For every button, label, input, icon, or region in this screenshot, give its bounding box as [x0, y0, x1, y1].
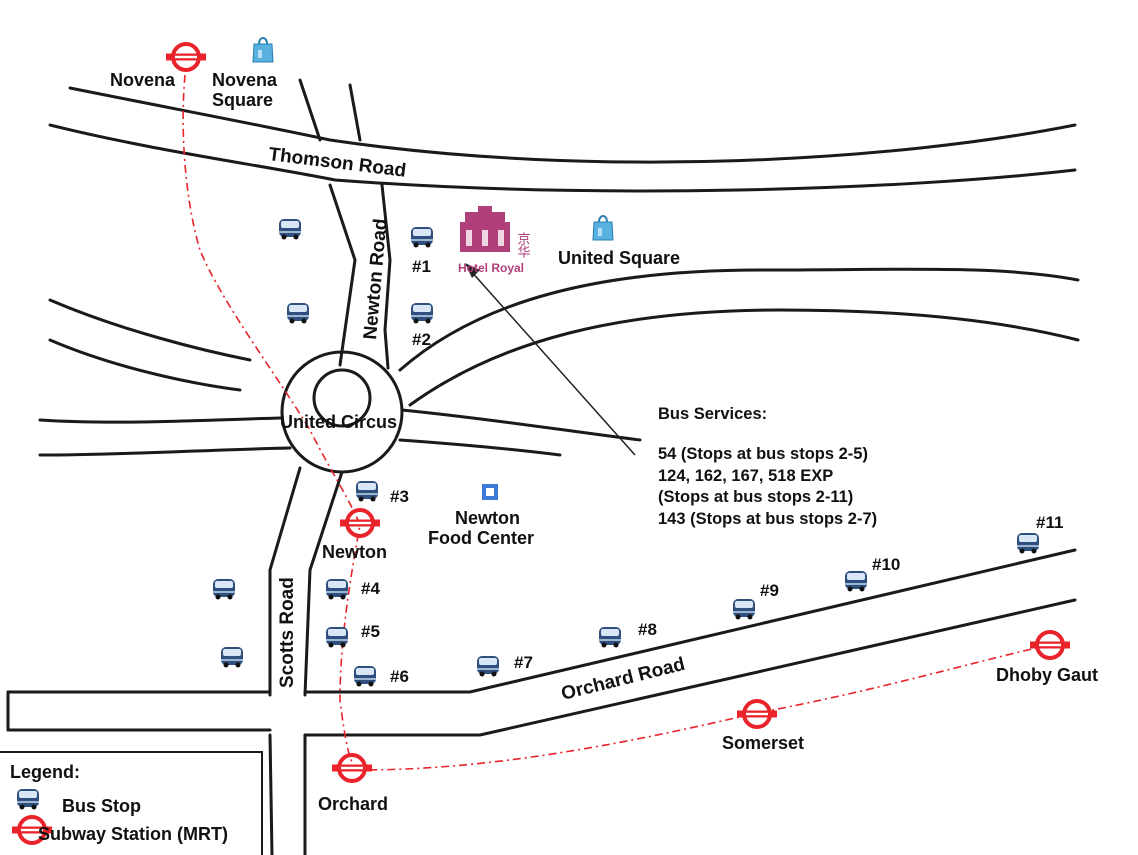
legend-subway-label: Subway Station (MRT): [38, 824, 228, 844]
bus-services-line-4: 143 (Stops at bus stops 2-7): [658, 510, 877, 528]
scotts-road-label: Scotts Road: [277, 577, 298, 688]
bus-stop-7-label: #7: [514, 653, 533, 672]
novena-square-shopping-bag-icon: [252, 37, 274, 63]
united-square-shopping-bag-icon: [592, 215, 614, 241]
pointer-arrow: [465, 263, 636, 456]
somerset-mrt-label: Somerset: [722, 733, 804, 753]
novena-mrt-icon: [164, 42, 208, 72]
bus-stop-unnumbered-c-bus-icon: [213, 579, 235, 600]
legend: Legend: Bus Stop Subway Station (MRT): [10, 762, 228, 845]
dhoby-gaut-mrt-icon: [1028, 630, 1072, 660]
orchard-mrt-icon: [330, 753, 374, 783]
novena-square-label-1: Novena: [212, 70, 278, 90]
bus-services-line-1: 54 (Stops at bus stops 2-5): [658, 445, 868, 463]
bus-stop-2-bus-icon: [411, 303, 433, 324]
bus-stop-5-label: #5: [361, 622, 380, 641]
novena-mrt-label: Novena: [110, 70, 176, 90]
legend-title: Legend:: [10, 762, 80, 782]
scotts-road-right-edge: [303, 470, 344, 855]
bus-stop-1-bus-icon: [411, 227, 433, 248]
united-square-label: United Square: [558, 248, 680, 268]
bus-stop-2-label: #2: [412, 330, 431, 349]
orchard-road-label: Orchard Road: [559, 654, 687, 705]
united-circus-label: United Circus: [280, 412, 397, 432]
bus-stop-8-label: #8: [638, 620, 657, 639]
hotel-royal-label: Hotel Royal: [458, 261, 524, 275]
bus-services-info: Bus Services: 54 (Stops at bus stops 2-5…: [658, 405, 877, 528]
bus-stop-11-label: #11: [1036, 513, 1063, 532]
orchard-road-bottom-edge: [6, 598, 1077, 737]
food-center-icon: [482, 484, 498, 500]
arc-road-upper-left-bottom: [48, 338, 242, 392]
thomson-road-bottom-edge: [48, 123, 1077, 193]
hotel-royal-chinese: 京华: [515, 232, 531, 258]
bus-services-line-2: 124, 162, 167, 518 EXP: [658, 467, 833, 485]
bus-stop-unnumbered-a-bus-icon: [279, 219, 301, 240]
bus-stop-11-bus-icon: [1017, 533, 1039, 554]
bus-services-title: Bus Services:: [658, 405, 767, 423]
bus-stop-9-bus-icon: [733, 599, 755, 620]
newton-road-right-edge: [348, 83, 392, 370]
circus-right-road-top: [400, 408, 642, 442]
bus-stop-6-label: #6: [390, 667, 409, 686]
newton-mrt-label: Newton: [322, 542, 387, 562]
bus-stop-4-bus-icon: [326, 579, 348, 600]
circus-left-road: [38, 416, 284, 424]
newton-mrt-icon: [338, 508, 382, 538]
somerset-mrt-icon: [735, 699, 779, 729]
arc-road-upper-left-top: [48, 298, 252, 362]
bus-stop-1-label: #1: [412, 257, 431, 276]
orchard-mrt-label: Orchard: [318, 794, 388, 814]
legend-box-edge: [0, 751, 263, 855]
legend-bus-icon: [17, 789, 39, 810]
orchard-road-top-edge: [6, 548, 1077, 694]
roads-layer: [0, 78, 1080, 855]
bus-stop-6-bus-icon: [354, 666, 376, 687]
bus-stop-unnumbered-d-bus-icon: [221, 647, 243, 668]
bus-stop-unnumbered-b-bus-icon: [287, 303, 309, 324]
thomson-road-top-edge: [68, 86, 1077, 164]
newton-road-left-edge: [298, 78, 357, 367]
circus-right-road-bottom: [398, 438, 562, 457]
united-circus-inner: [312, 368, 372, 428]
mrt-route-line: [182, 74, 1051, 771]
legend-bus-stop-label: Bus Stop: [62, 796, 141, 816]
bus-stop-5-bus-icon: [326, 627, 348, 648]
hotel-royal-logo-icon: [460, 206, 510, 252]
bus-stop-8-bus-icon: [599, 627, 621, 648]
bus-stop-4-label: #4: [361, 579, 380, 598]
bus-services-line-3: (Stops at bus stops 2-11): [658, 488, 853, 506]
thomson-road-label: Thomson Road: [267, 144, 407, 182]
newton-food-center-label-1: Newton: [455, 508, 520, 528]
arc-road-upper-right-top: [398, 267, 1080, 372]
bus-stop-3-label: #3: [390, 487, 409, 506]
bus-stop-7-bus-icon: [477, 656, 499, 677]
bus-stop-10-label: #10: [872, 555, 900, 574]
scotts-road-left-edge: [268, 466, 302, 855]
bus-stop-9-label: #9: [760, 581, 779, 600]
newton-food-center-label-2: Food Center: [428, 528, 534, 548]
bus-stop-10-bus-icon: [845, 571, 867, 592]
dhoby-gaut-mrt-label: Dhoby Gaut: [996, 665, 1098, 685]
novena-square-label-2: Square: [212, 90, 273, 110]
bus-stop-3-bus-icon: [356, 481, 378, 502]
circus-left-road-2: [38, 446, 292, 457]
arc-road-upper-right-bottom: [408, 308, 1080, 407]
